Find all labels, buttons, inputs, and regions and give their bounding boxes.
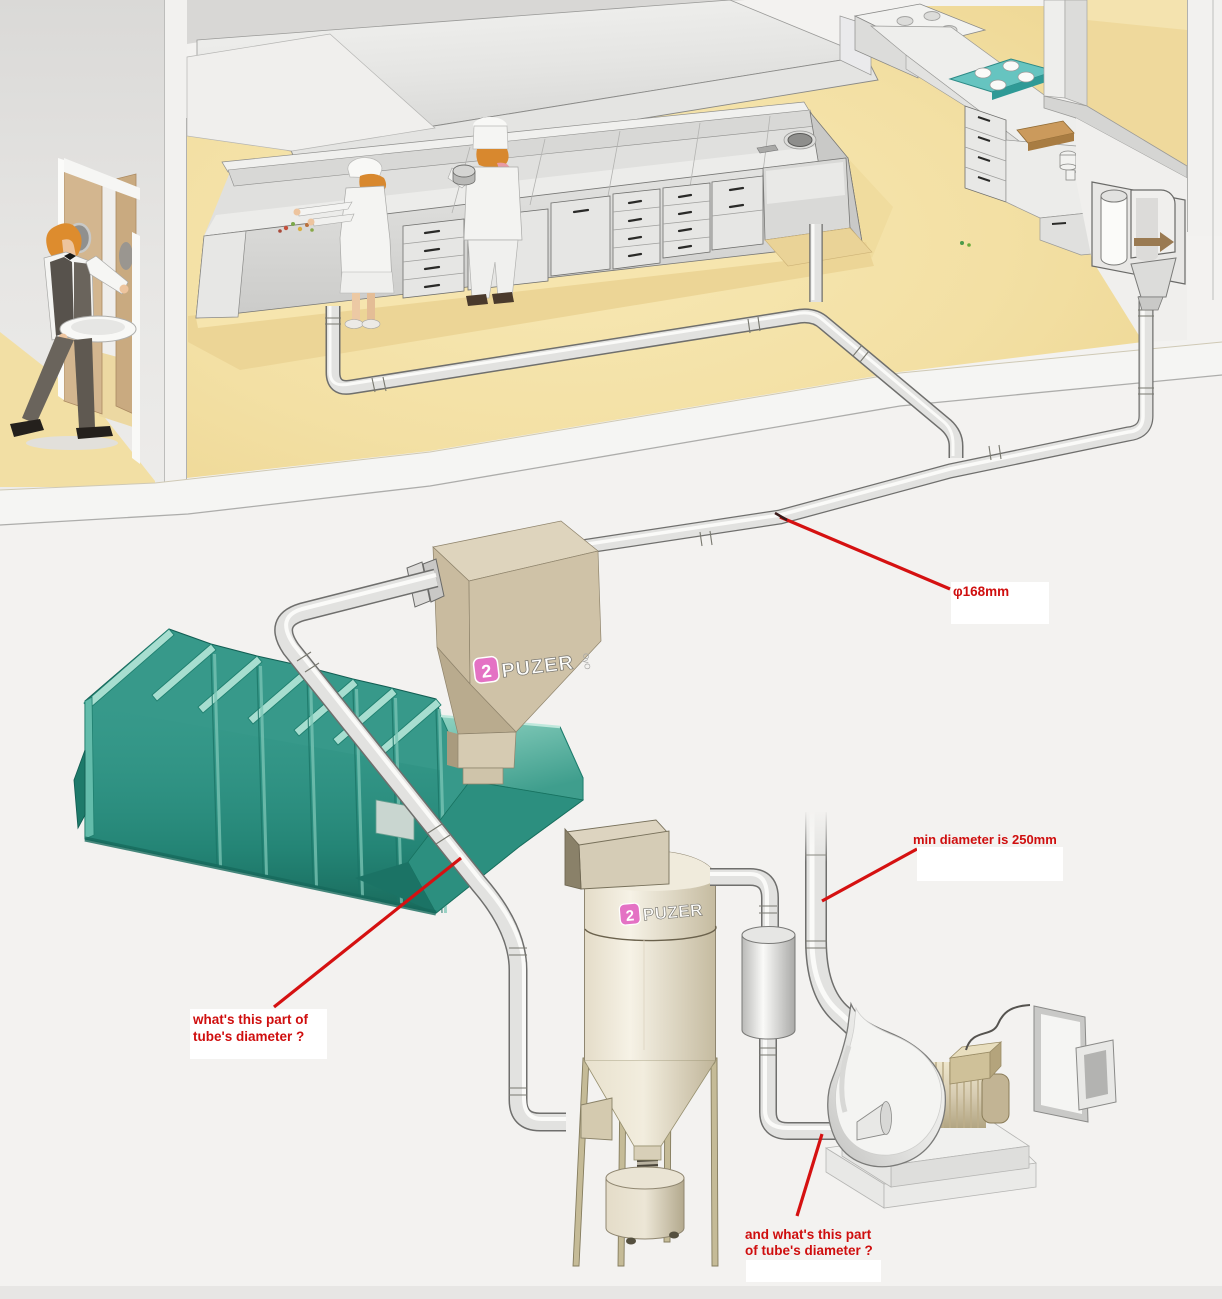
svg-text:2: 2 xyxy=(480,661,492,682)
svg-text:OyO: OyO xyxy=(581,653,592,670)
svg-text:what's this part of: what's this part of xyxy=(192,1012,308,1027)
svg-text:tube's diameter ?: tube's diameter ? xyxy=(193,1029,304,1044)
svg-text:of tube's diameter ?: of tube's diameter ? xyxy=(745,1243,873,1258)
svg-text:and what's this part: and what's this part xyxy=(745,1227,872,1242)
svg-text:min diameter is 250mm: min diameter is 250mm xyxy=(913,832,1057,847)
svg-text:2: 2 xyxy=(625,907,635,925)
svg-text:φ168mm: φ168mm xyxy=(953,584,1009,599)
